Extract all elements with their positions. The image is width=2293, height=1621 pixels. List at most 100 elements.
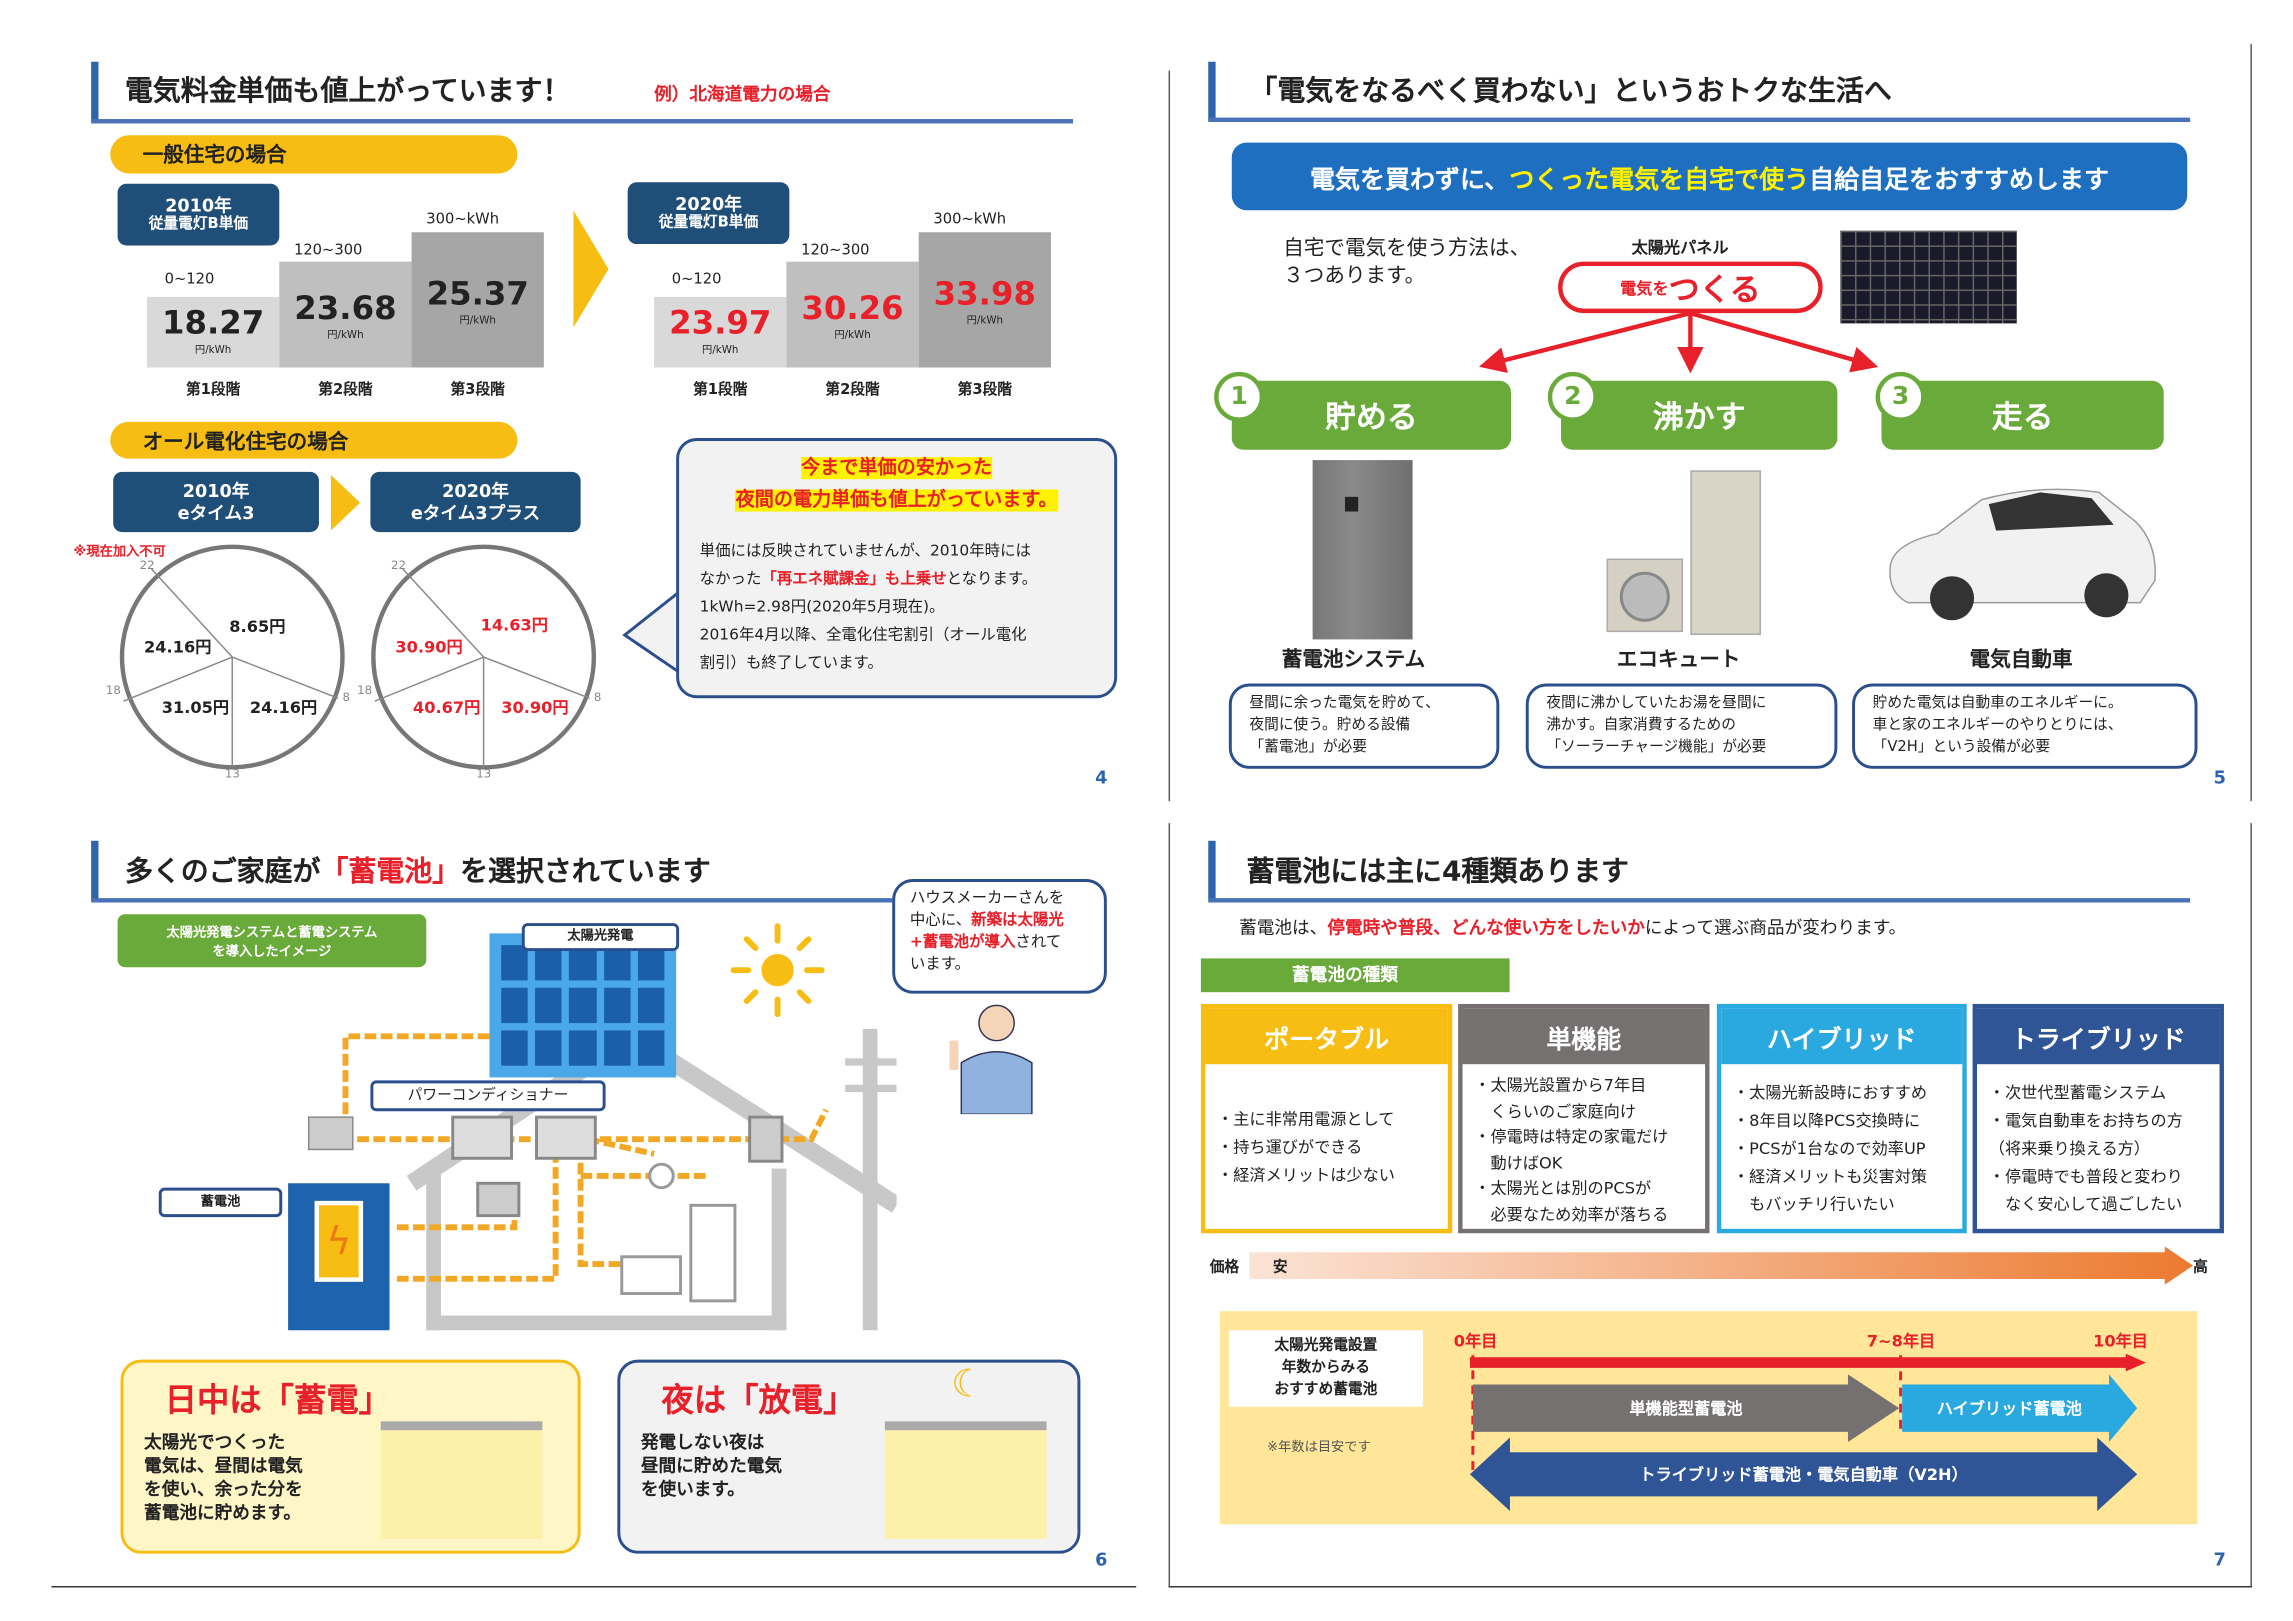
banner-text: 自給自足をおすすめします (1809, 165, 2109, 195)
banner-highlight: つくった電気を自宅で使う (1509, 165, 1810, 195)
text: を選択されています (460, 855, 711, 888)
battery-label: 蓄電池 (158, 1187, 283, 1218)
highlight: 停電時や普段、どんな使い方をしたいか (1327, 917, 1645, 938)
bullet: 必要なため効率が落ちる (1474, 1204, 1669, 1224)
bullet: ・経済メリットは少ない (1217, 1165, 1395, 1185)
text: によって選ぶ商品が変わります。 (1644, 917, 1907, 938)
hour-8: 8 (593, 690, 602, 705)
step-label: 第3段階 (450, 382, 505, 399)
price: 25.37 (426, 276, 529, 314)
unit: 円/kWh (459, 314, 496, 327)
type-card-tribrid: トライブリッド・次世代型蓄電システム・電気自動車をお持ちの方（将来乗り換える方）… (1972, 1003, 2224, 1234)
callout-text: 割引）も終了しています。 (699, 654, 883, 672)
text: 自宅で電気を使う方法は、 (1283, 236, 1531, 261)
daytime-callout: 日中は「蓄電」 太陽光でつくった電気は、昼間は電気を使い、余った分を蓄電池に貯め… (120, 1359, 581, 1554)
card-header: 単機能 (1462, 1008, 1706, 1065)
chevron-right-icon (573, 210, 609, 328)
text: つくる (1668, 271, 1761, 307)
bullet: （将来乗り換える方） (1988, 1139, 2150, 1159)
year-0-dashed-line (1471, 1355, 1475, 1470)
etime3plus-box: 2020年 eタイム3プラス (370, 471, 581, 533)
text: います。 (909, 955, 971, 974)
divider (1168, 70, 1171, 802)
rate-late: 40.67円 (413, 698, 481, 718)
text: 中心に、 (909, 911, 972, 929)
callout-text: なかった「再エネ賦課金」も上乗せとなります。 (700, 566, 1094, 594)
bullet: ・停電時は特定の家電だけ (1474, 1127, 1669, 1147)
item-label: 蓄電池システム (1281, 648, 1426, 672)
divider (51, 1586, 1137, 1588)
card-header: トライブリッド (1977, 1008, 2220, 1065)
night-callout: 夜は「放電」 発電しない夜は昼間に貯めた電気を使います。 ☾ (617, 1359, 1081, 1554)
desc-callout: 夜間に沸かしていたお湯を昼間に沸かす。自家消費するための「ソーラーチャージ機能」… (1525, 683, 1838, 769)
water-tank-image (1690, 470, 1761, 635)
price: 23.97 (669, 305, 772, 343)
price: 33.98 (933, 276, 1036, 314)
plan: 従量電灯B単価 (148, 216, 249, 233)
bullet: ・次世代型蓄電システム (1988, 1083, 2167, 1103)
unit: 円/kWh (194, 343, 232, 356)
generate-electricity-box: 電気をつくる (1558, 261, 1823, 314)
divider (1168, 1586, 2252, 1588)
heat-pump-image (1606, 558, 1684, 633)
rate-evening: 30.90円 (395, 637, 463, 658)
unit: 円/kWh (702, 343, 739, 356)
self-sufficiency-banner: 電気を買わずに、つくった電気を自宅で使う自給自足をおすすめします (1231, 142, 2188, 211)
type-card-single: 単機能・太陽光設置から7年目 くらいのご家庭向け・停電時は特定の家電だけ 動けば… (1458, 1003, 1710, 1234)
year-7-8-dashed-line (1899, 1355, 1903, 1429)
text: +蓄電池が導入されて (910, 932, 1089, 954)
text: 多くのご家庭が (124, 855, 321, 888)
text: 貯めた電気は自動車のエネルギーに。 (1872, 695, 2123, 712)
callout-heading: 夜間の電力単価も値上がっています。 (735, 489, 1058, 512)
title-underline (1208, 117, 2191, 123)
text: 発電しない夜は (640, 1431, 765, 1453)
text: を使います。 (640, 1478, 745, 1500)
types-label: 蓄電池の種類 (1200, 958, 1510, 993)
method-store: 貯める (1231, 380, 1512, 450)
year-mark-7-8: 7~8年目 (1866, 1331, 1936, 1351)
night-house-icon (884, 1421, 1047, 1539)
bullet: ・停電時でも普段と変わり (1988, 1167, 2183, 1187)
highlight: +蓄電池が導入 (909, 933, 1016, 952)
title-accent (91, 840, 99, 900)
number-badge: 2 (1547, 371, 1598, 422)
solar-label: 太陽光発電 (521, 923, 680, 952)
text: 年数からみる (1281, 1359, 1370, 1376)
item-label: 電気自動車 (1969, 648, 2073, 672)
clock-2010 (119, 544, 345, 770)
range-1: 0~120 (671, 271, 722, 289)
night-rate-callout: 今まで単価の安かった 夜間の電力単価も値上がっています。 単価には反映されていま… (676, 438, 1118, 699)
slide-subtitle: 例）北海道電力の場合 (654, 83, 831, 105)
title-accent (91, 61, 99, 121)
title-accent (1208, 840, 1216, 900)
year-mark-0: 0年目 (1453, 1331, 1498, 1351)
hour-22: 22 (390, 558, 406, 572)
bullet: ・太陽光新設時におすすめ (1733, 1083, 1928, 1103)
unit: 円/kWh (327, 329, 364, 342)
item-label: エコキュート (1616, 648, 1741, 672)
text: 蓄電池は、 (1239, 917, 1328, 938)
callout-heading: 今まで単価の安かった (801, 457, 993, 480)
step-label: 第1段階 (693, 382, 748, 399)
year: 2020年 (442, 480, 509, 502)
callout-title: 日中は「蓄電」 (164, 1383, 392, 1420)
type-card-hybrid: ハイブリッド・太陽光新設時におすすめ・8年目以降PCS交換時に・PCSが1台なの… (1716, 1003, 1967, 1234)
highlight: 「蓄電池」 (320, 855, 461, 888)
year: 2010年 (182, 480, 250, 502)
text: 蓄電池に貯めます。 (144, 1502, 302, 1523)
text: されて (1015, 933, 1062, 952)
text: 夜間に使う。貯める設備 (1249, 717, 1411, 734)
price-low: 安 (1272, 1259, 1288, 1276)
text: 太陽光発電システムと蓄電システム (166, 926, 378, 941)
text: 太陽光発電設置 (1274, 1337, 1378, 1354)
price-high: 高 (2193, 1259, 2208, 1276)
battery-illustration: ϟ (288, 1183, 390, 1331)
bullet: なく安心して過ごしたい (1988, 1195, 2183, 1215)
callout-title: 夜は「放電」 (661, 1383, 856, 1420)
text: 沸かす。自家消費するための (1546, 717, 1736, 734)
page-number: 7 (2213, 1549, 2226, 1570)
hour-13: 13 (476, 767, 492, 781)
timeline-box: 太陽光発電設置年数からみるおすすめ蓄電池 (1228, 1330, 1423, 1407)
bullet: ・経済メリットも災害対策 (1733, 1167, 1928, 1187)
